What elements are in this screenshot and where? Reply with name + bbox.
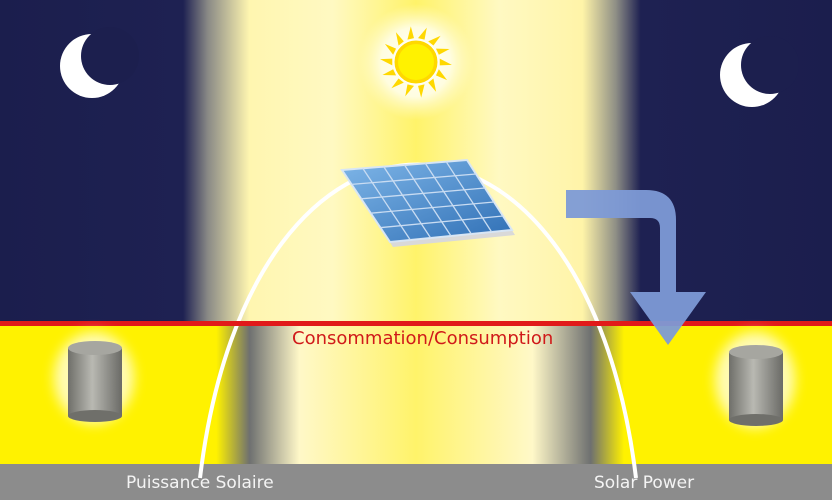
panel-cell-line [383,166,432,239]
sun-ray [380,58,393,66]
ground-bar [0,464,832,500]
left-battery-icon [54,332,134,424]
panel-cell-line [403,164,452,237]
sun-ray [418,27,427,40]
sun-ray [384,43,397,55]
sun-ray [435,69,448,81]
lower-energy-zone [0,322,832,464]
panel-cell-line [445,161,493,233]
sun-ray [391,78,404,89]
consumption-line [0,321,832,326]
panel-cell-line [380,215,504,229]
sun-ray [395,32,404,46]
panel-cell-line [361,187,486,200]
panel-cell-line [351,173,477,186]
sun-ray [407,26,414,40]
sun-ray [439,58,452,66]
left-moon [60,27,139,98]
panel-cell-line [370,201,495,214]
sun-ray [428,78,437,92]
panel-cell-line [424,162,472,235]
solar-power-label-fr: Puissance Solaire [126,473,274,493]
solar-power-label-en: Solar Power [594,473,695,493]
consumption-label: Consommation/Consumption [292,328,554,349]
bent-arrow-down-icon [566,190,706,345]
solar-panel-icon [340,158,515,247]
sun-ray [382,69,397,76]
sun-icon [358,4,474,120]
right-moon [720,36,799,107]
sun-ray [435,48,450,55]
sun-ray [418,84,425,98]
sun-ray [428,35,441,46]
right-battery-icon [715,332,795,428]
panel-cell-line [362,167,411,241]
sun-ray [405,84,414,97]
